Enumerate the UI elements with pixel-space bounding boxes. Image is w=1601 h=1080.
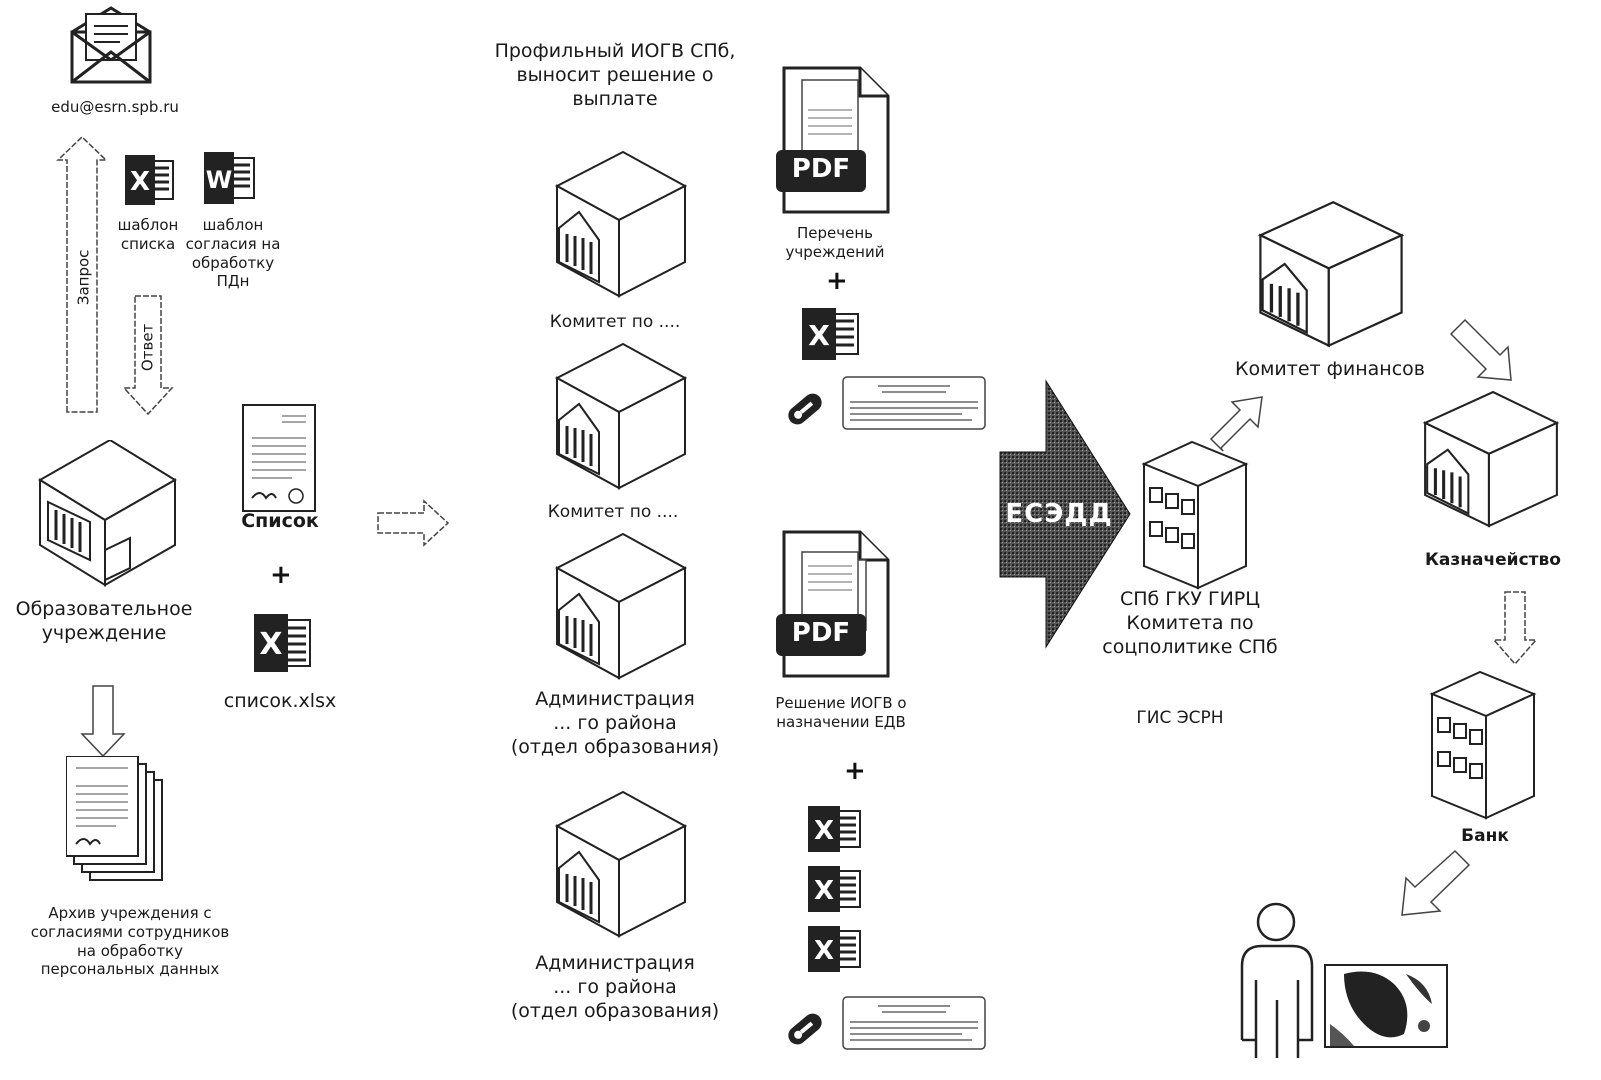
- excel-icon: X: [800, 308, 862, 364]
- certificate-icon: [842, 376, 986, 434]
- building-icon: [30, 438, 180, 594]
- iogv-header: Профильный ИОГВ СПб, выносит решение о в…: [494, 40, 736, 110]
- admin-1-label: Администрация ... го района (отдел образ…: [510, 688, 720, 758]
- usb-key-icon: [780, 1008, 830, 1054]
- building-icon: [1428, 670, 1538, 824]
- pdf-badge-1: PDF: [791, 154, 851, 184]
- building-icon: [553, 150, 689, 304]
- pdf-list-label: Перечень учреждений: [785, 224, 885, 261]
- list-template-label: шаблон списка: [117, 216, 179, 253]
- excel-icon: X: [806, 926, 864, 976]
- finance-to-treasury-arrow: [1449, 318, 1512, 381]
- email-address: edu@esrn.spb.ru: [51, 98, 179, 116]
- list-doc-label: Список: [241, 510, 319, 532]
- committee-2-label: Комитет по ....: [547, 502, 679, 522]
- bank-card-icon: [1324, 964, 1448, 1052]
- building-icon: [553, 532, 689, 686]
- pdf-badge-2: PDF: [791, 618, 851, 648]
- archive-arrow: [80, 685, 126, 758]
- admin-2-label: Администрация ... го района (отдел образ…: [510, 952, 720, 1022]
- word-icon: W: [202, 152, 258, 208]
- answer-arrow: [122, 295, 174, 416]
- document-icon: [242, 404, 316, 516]
- gis-label: ГИС ЭСРН: [1136, 708, 1224, 728]
- usb-key-icon: [780, 388, 830, 434]
- bank-label: Банк: [1461, 826, 1509, 846]
- esedd-arrow: [999, 379, 1131, 649]
- girc-to-finance-arrow: [1209, 396, 1263, 452]
- excel-icon: X: [252, 614, 314, 676]
- excel-icon: X: [806, 866, 864, 916]
- building-icon: [553, 790, 689, 944]
- svg-text:X: X: [130, 167, 150, 197]
- plus-sign: +: [844, 756, 866, 786]
- xlsx-label: список.xlsx: [223, 690, 337, 712]
- institution-label: Образовательное учреждение: [15, 598, 193, 644]
- certificate-icon: [842, 996, 986, 1054]
- treasury-label: Казначейство: [1425, 550, 1561, 570]
- excel-icon: X: [123, 155, 175, 209]
- pdf-icon: [776, 530, 894, 686]
- svg-text:X: X: [814, 876, 834, 906]
- bank-to-person-arrow: [1401, 849, 1471, 916]
- svg-text:X: X: [259, 627, 282, 662]
- pdf-icon: [776, 66, 894, 222]
- svg-text:X: X: [814, 936, 834, 966]
- list-to-iogv-arrow: [377, 499, 450, 547]
- committee-1-label: Комитет по ....: [549, 312, 681, 332]
- finance-label: Комитет финансов: [1234, 358, 1425, 380]
- svg-text:W: W: [206, 166, 232, 194]
- archive-label: Архив учреждения с согласиями сотруднико…: [30, 904, 230, 979]
- building-icon: [553, 342, 689, 496]
- building-icon: [1256, 200, 1406, 354]
- plus-sign: +: [270, 560, 292, 590]
- answer-label: Ответ: [138, 323, 157, 372]
- request-label: Запрос: [74, 249, 93, 306]
- building-icon: [1418, 390, 1564, 534]
- document-icon: [65, 755, 166, 890]
- svg-text:X: X: [808, 319, 830, 352]
- esedd-label: ЕСЭДД: [1005, 499, 1113, 529]
- treasury-to-bank-arrow: [1492, 591, 1538, 666]
- consent-template-label: шаблон согласия на обработку ПДн: [185, 216, 281, 291]
- person-icon: [1236, 900, 1318, 1064]
- request-arrow: [56, 135, 108, 413]
- svg-text:X: X: [814, 816, 834, 846]
- plus-sign: +: [826, 266, 848, 296]
- excel-icon: X: [806, 806, 864, 856]
- girc-label: СПб ГКУ ГИРЦ Комитета по соцполитике СПб: [1102, 588, 1278, 658]
- building-icon: [1140, 440, 1250, 594]
- envelope-icon: [70, 6, 152, 88]
- pdf-decision-label: Решение ИОГВ о назначении ЕДВ: [775, 694, 907, 731]
